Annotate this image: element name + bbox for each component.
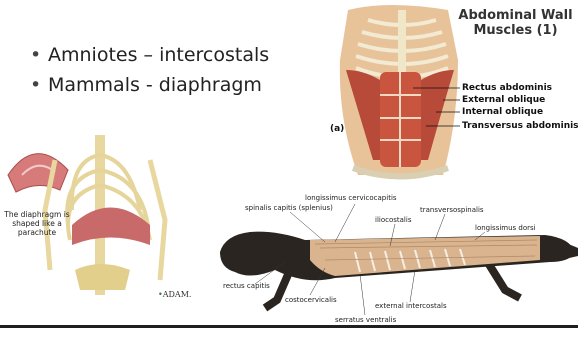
bullet-dot: •	[30, 40, 48, 70]
diaphragm-caption: The diaphragm is shaped like a parachute	[2, 210, 72, 237]
label-internal-oblique: Internal oblique	[462, 107, 543, 117]
bullet-item: •Mammals - diaphragm	[30, 70, 269, 100]
abdominal-wall-figure: Abdominal Wall Muscles (1) (a) Rectus ab…	[318, 0, 578, 180]
label-external-intercostals: external intercostals	[375, 302, 447, 310]
label-transversus-abdominis: Transversus abdominis	[462, 121, 578, 131]
credit-text: ADAM.	[163, 290, 192, 299]
label-iliocostalis: iliocostalis	[375, 216, 411, 224]
bullet-dot: •	[30, 70, 48, 100]
bullet-item: •Amniotes – intercostals	[30, 40, 269, 70]
abdominal-figure-title: Abdominal Wall Muscles (1)	[453, 8, 578, 38]
label-spinalis-capitis: spinalis capitis (splenius)	[245, 204, 333, 212]
diaphragm-figure: The diaphragm is shaped like a parachute…	[0, 130, 215, 302]
label-rectus-abdominis: Rectus abdominis	[462, 83, 552, 93]
adam-credit: •ADAM.	[158, 290, 191, 299]
label-serratus-ventralis: serratus ventralis	[335, 316, 396, 324]
slide-bottom-bar	[0, 328, 578, 340]
bullet-text: Amniotes – intercostals	[48, 44, 269, 66]
label-costocervicalis: costocervicalis	[285, 296, 337, 304]
label-longissimus-cervicocapitis: longissimus cervicocapitis	[305, 194, 397, 202]
label-external-oblique: External oblique	[462, 95, 545, 105]
label-transversospinalis: transversospinalis	[420, 206, 484, 214]
label-longissimus-dorsi: longissimus dorsi	[475, 224, 536, 232]
lizard-muscles-figure: longissimus cervicocapitis spinalis capi…	[215, 190, 578, 328]
label-rectus-capitis: rectus capitis	[223, 282, 270, 290]
panel-label: (a)	[330, 124, 344, 134]
bullet-text: Mammals - diaphragm	[48, 74, 262, 96]
bullet-list: •Amniotes – intercostals •Mammals - diap…	[30, 40, 269, 100]
